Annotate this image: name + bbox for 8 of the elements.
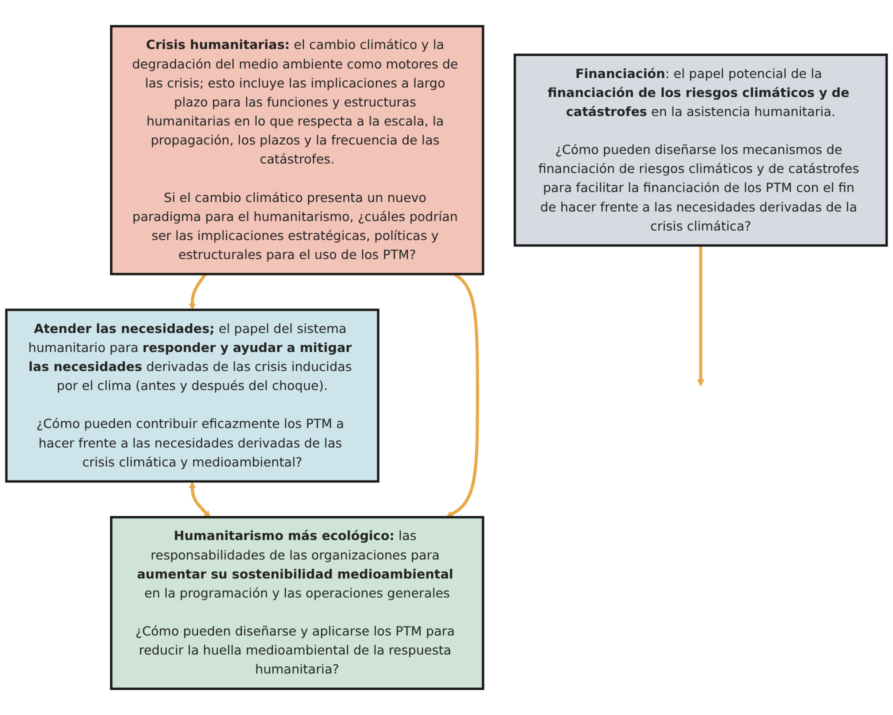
- arrow: [697, 245, 704, 386]
- node-box: Crisis humanitarias: el cambio climático y la degradación del medio ambiente como motores de las crisis; esto incluye las implicaciones a largo plazo para las funciones y estructuras humanitarias en lo que respecta a la escala, la propagación, los plazos y la frecuencia de las catástrofes. Si el cambio climático presenta un nuevo paradigma para el humanitarismo, ¿cuáles podrían ser las implicaciones estratégicas, políticas y estructurales para el uso de los PTM?: [110, 25, 484, 276]
- node-box: Financiación: el papel potencial de la financiación de los riesgos climáticos y de catástrofes en la asistencia humanitaria. ¿Cómo pueden diseñarse los mecanismos de financiación de riesgos climáticos y de catástrofes para facilitar la financiación de los PTM con el fin de hacer frente a las necesidades derivadas de la crisis climática?: [514, 54, 888, 247]
- node-box: Atender las necesidades; el papel del sistema humanitario para responder y ayudar a mitigar las necesidades derivadas de las crisis inducidas por el clima (antes y después del choque). ¿Cómo pueden contribuir eficazmente los PTM a hacer frente a las necesidades derivadas de las crisis climática y medioambiental?: [5, 308, 380, 483]
- arrow: [446, 272, 480, 518]
- node-box: Humanitarismo más ecológico: las responsabilidades de las organizaciones para aumentar su sostenibilidad medioambiental en la programación y las operaciones generales ¿Cómo pueden diseñarse y aplicarse los PTM para reducir la huella medioambiental de la respuesta humanitaria?: [110, 516, 484, 690]
- arrow: [188, 273, 207, 310]
- arrow: [188, 481, 211, 518]
